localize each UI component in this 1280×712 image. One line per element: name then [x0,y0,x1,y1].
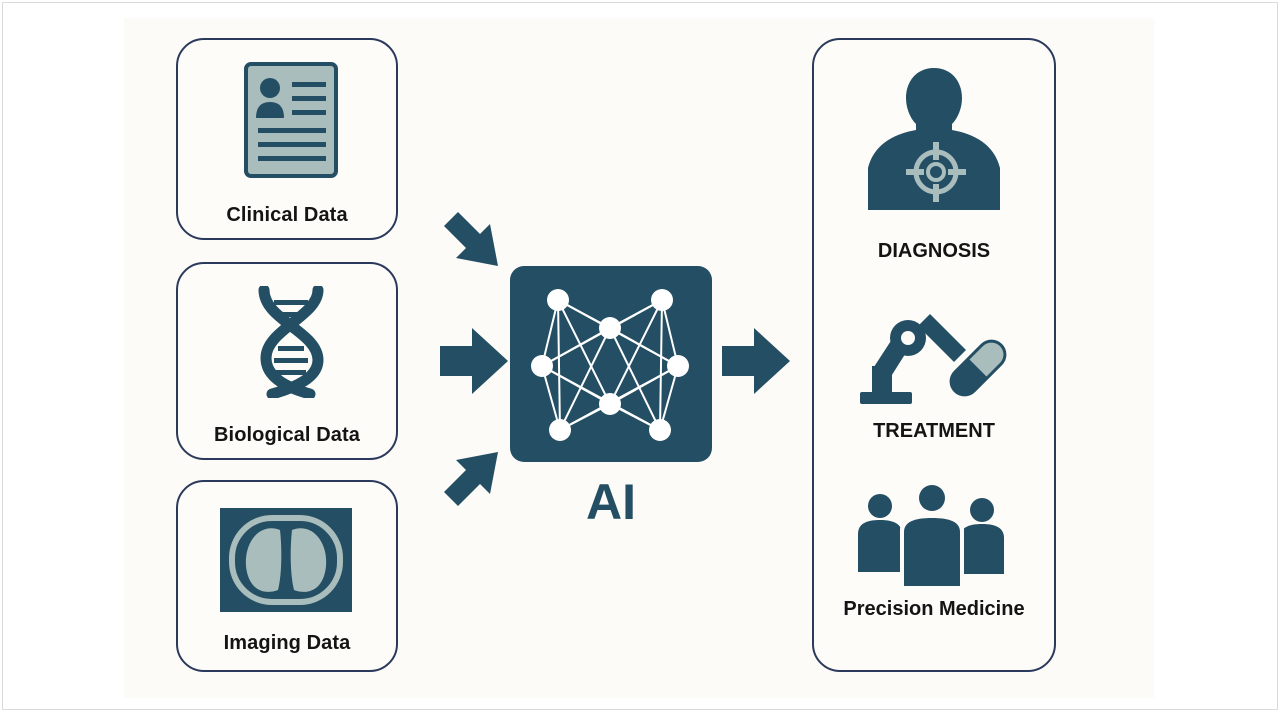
clinical-data-label: Clinical Data [226,204,348,226]
arrow-biological-to-ai [440,328,508,394]
neural-network-icon [531,289,689,441]
arrow-imaging-to-ai [444,452,498,506]
biological-data-label: Biological Data [214,424,360,446]
clinical-record-icon [244,62,338,178]
arrow-clinical-to-ai [444,212,498,266]
lung-xray-icon [220,508,352,612]
precision-medicine-label: Precision Medicine [843,598,1025,620]
ai-label: AI [586,474,636,530]
ai-box [510,266,712,462]
diagnosis-label: DIAGNOSIS [877,240,991,262]
treatment-label: TREATMENT [873,420,995,442]
clinical-data-box: Clinical Data [176,38,398,240]
people-group-icon [858,483,1004,586]
dna-icon [258,286,324,398]
biological-data-box: Biological Data [176,262,398,460]
robot-arm-pill-icon [860,314,1007,404]
imaging-data-label: Imaging Data [223,632,351,654]
imaging-data-box: Imaging Data [176,480,398,672]
arrow-ai-to-outputs [722,328,790,394]
patient-target-icon [868,68,1000,210]
